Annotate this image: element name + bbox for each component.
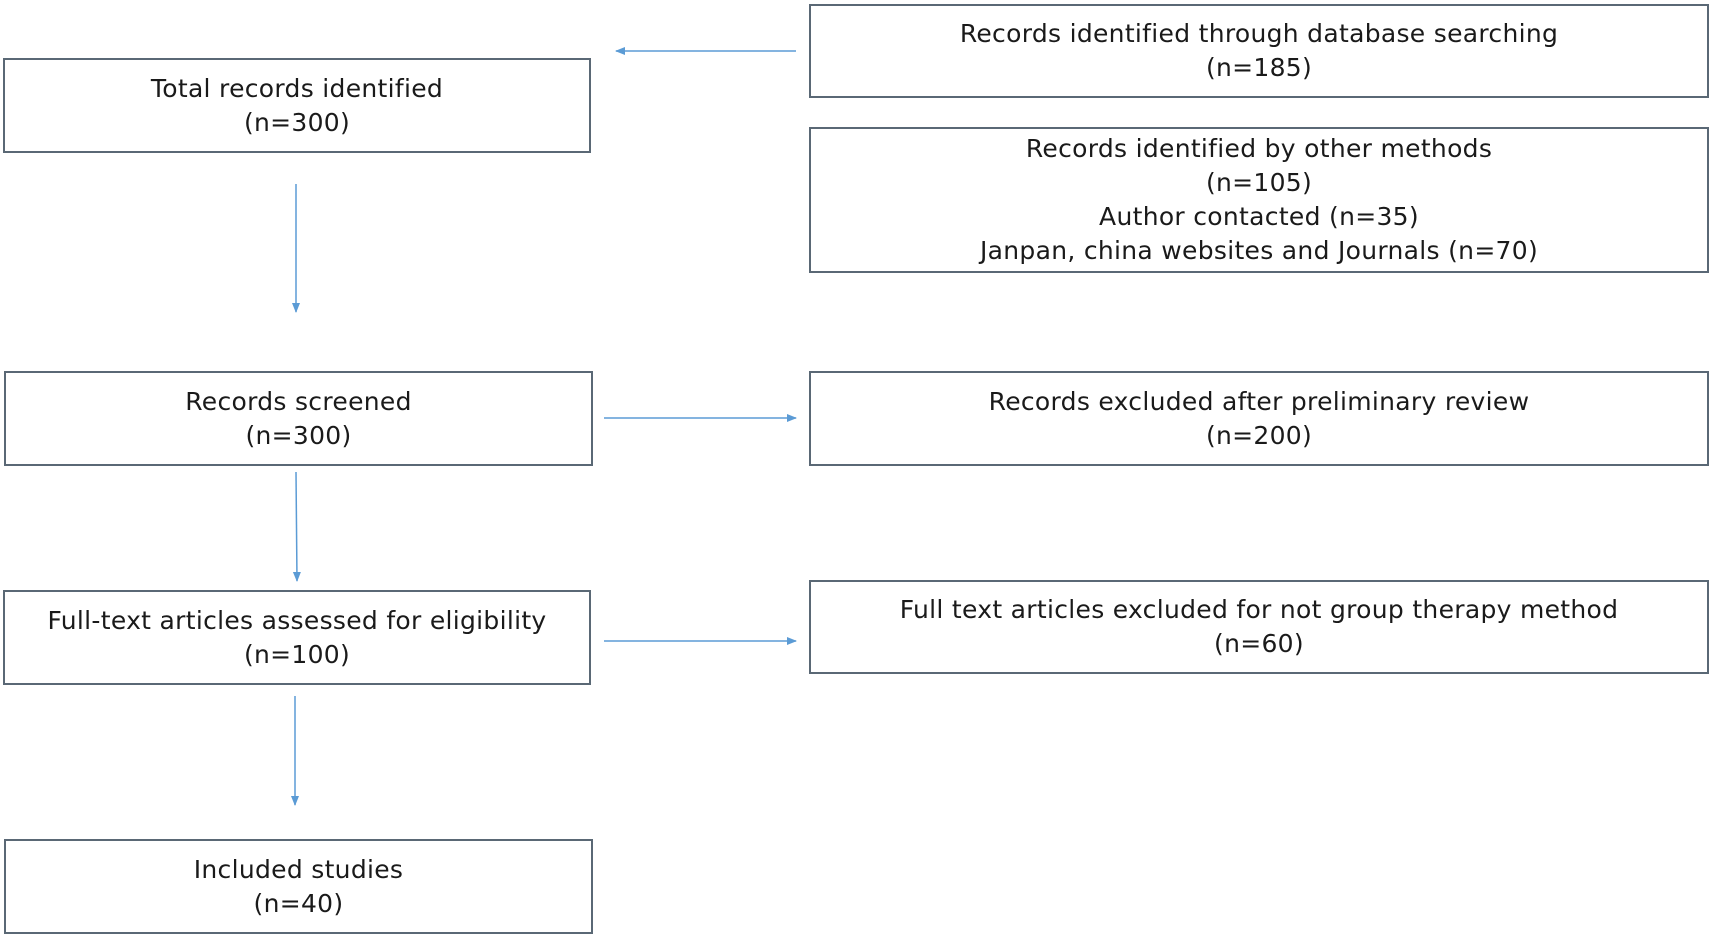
full-text-excluded-count: (n=60) bbox=[1214, 629, 1304, 658]
websites-journals-count: Janpan, china websites and Journals (n=7… bbox=[979, 236, 1539, 265]
other-methods-title: Records identified by other methods bbox=[1025, 134, 1493, 163]
other-methods-box: Records identified by other methods (n=1… bbox=[809, 127, 1709, 273]
total-identified-title: Total records identified bbox=[150, 73, 444, 103]
other-methods-count: (n=105) bbox=[1205, 168, 1313, 197]
author-contacted-count: Author contacted (n=35) bbox=[1099, 202, 1419, 231]
full-text-assessed-count: (n=100) bbox=[243, 639, 351, 669]
database-search-box: Records identified through database sear… bbox=[809, 4, 1709, 98]
arrow-screened-to-fulltext bbox=[292, 471, 301, 582]
records-screened-count: (n=300) bbox=[245, 420, 352, 450]
included-studies-title: Included studies bbox=[193, 854, 404, 884]
total-identified-box: Total records identified (n=300) bbox=[3, 58, 591, 153]
full-text-excluded-title: Full text articles excluded for not grou… bbox=[899, 595, 1619, 624]
included-studies-box: Included studies (n=40) bbox=[4, 839, 593, 934]
full-text-excluded-box: Full text articles excluded for not grou… bbox=[809, 580, 1709, 674]
records-screened-box: Records screened (n=300) bbox=[4, 371, 593, 466]
included-studies-count: (n=40) bbox=[253, 888, 344, 918]
excluded-preliminary-box: Records excluded after preliminary revie… bbox=[809, 371, 1709, 466]
full-text-assessed-title: Full-text articles assessed for eligibil… bbox=[47, 605, 547, 635]
full-text-assessed-box: Full-text articles assessed for eligibil… bbox=[3, 590, 591, 685]
total-identified-count: (n=300) bbox=[243, 107, 351, 137]
database-search-title: Records identified through database sear… bbox=[959, 19, 1559, 48]
database-search-count: (n=185) bbox=[1205, 53, 1313, 82]
records-screened-title: Records screened bbox=[185, 386, 412, 416]
excluded-preliminary-title: Records excluded after preliminary revie… bbox=[988, 386, 1530, 416]
excluded-preliminary-count: (n=200) bbox=[1205, 420, 1313, 450]
